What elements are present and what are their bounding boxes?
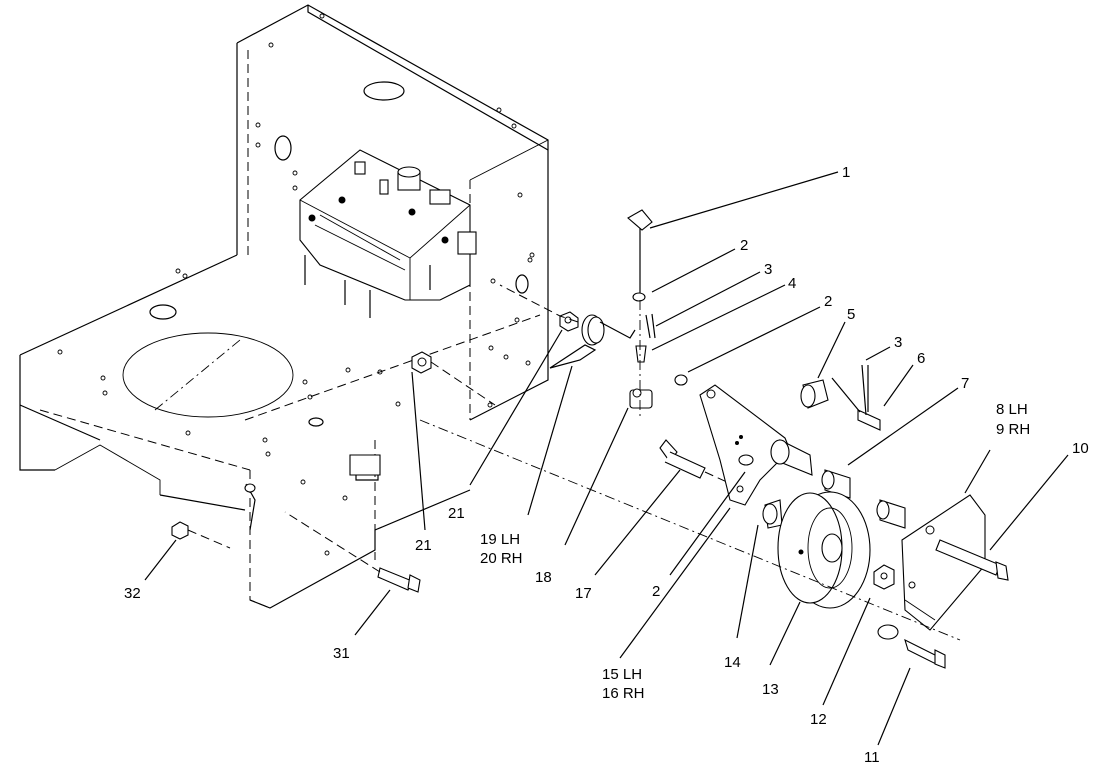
gearbox-assembly xyxy=(299,149,477,318)
parts xyxy=(171,209,1009,669)
callout-label: 21 xyxy=(448,505,465,522)
callout-label: 2 xyxy=(824,293,832,310)
callout-label: 2 xyxy=(740,237,748,254)
wing-bolt-part xyxy=(627,209,653,231)
callout-label: 13 xyxy=(762,681,779,698)
callout-label: 20 RH xyxy=(480,550,523,567)
pulley-part xyxy=(777,491,871,609)
callout-label: 4 xyxy=(788,275,796,292)
callout-label: 6 xyxy=(917,350,925,367)
callout-label: 12 xyxy=(810,711,827,728)
callout-label: 3 xyxy=(764,261,772,278)
callout-label: 5 xyxy=(847,306,855,323)
callout-label: 3 xyxy=(894,334,902,351)
callout-label: 21 xyxy=(415,537,432,554)
callout-label: 19 LH xyxy=(480,531,520,548)
callout-label: 16 RH xyxy=(602,685,645,702)
callout-label: 18 xyxy=(535,569,552,586)
nut-part xyxy=(411,311,579,374)
chassis-frame xyxy=(19,4,549,609)
callout-labels: 1 2 3 4 2 5 3 6 7 8 LH 9 RH 10 11 12 13 … xyxy=(124,164,1089,766)
leader-lines xyxy=(144,171,1069,746)
callout-label: 10 xyxy=(1072,440,1089,457)
callout-label: 17 xyxy=(575,585,592,602)
callout-label: 11 xyxy=(864,749,880,766)
callout-label: 2 xyxy=(652,583,660,600)
callout-label: 8 LH xyxy=(996,401,1028,418)
callout-label: 32 xyxy=(124,585,141,602)
callout-label: 15 LH xyxy=(602,666,642,683)
callout-label: 14 xyxy=(724,654,741,671)
callout-label: 31 xyxy=(333,645,350,662)
callout-label: 9 RH xyxy=(996,421,1030,438)
callout-label: 7 xyxy=(961,375,969,392)
idler-arm-part xyxy=(699,384,791,506)
callout-label: 1 xyxy=(842,164,850,181)
